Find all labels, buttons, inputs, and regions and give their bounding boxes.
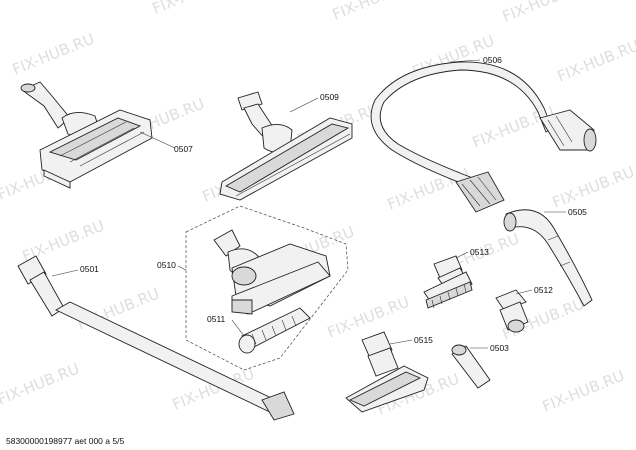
- part-0505-handle[interactable]: [503, 209, 593, 307]
- part-0513-dusting-brush[interactable]: [423, 255, 473, 309]
- leader-0513: [455, 251, 469, 259]
- label-0503: 0503: [490, 343, 509, 353]
- label-0511: 0511: [207, 314, 226, 324]
- leader-0509: [289, 97, 319, 113]
- watermark: FIX-HUB.RU: [540, 367, 627, 416]
- watermark-layer: FIX-HUB.RU FIX-HUB.RU FIX-HUB.RU FIX-HUB…: [0, 0, 636, 419]
- watermark: FIX-HUB.RU: [10, 30, 97, 79]
- part-0510-turbo-brush[interactable]: [213, 229, 331, 315]
- watermark: FIX-HUB.RU: [550, 163, 636, 212]
- label-0505: 0505: [568, 207, 587, 217]
- part-0512-adapter[interactable]: [495, 289, 529, 333]
- watermark: FIX-HUB.RU: [385, 165, 472, 214]
- group-outline-0510: [185, 205, 349, 371]
- label-0509: 0509: [320, 92, 339, 102]
- part-0501-telescopic-tube[interactable]: [17, 255, 295, 421]
- part-0507-floor-nozzle[interactable]: [20, 81, 153, 189]
- leader-0506: [449, 59, 481, 63]
- label-0510: 0510: [157, 260, 176, 270]
- watermark: FIX-HUB.RU: [330, 0, 417, 24]
- part-0509-parquet-nozzle[interactable]: [219, 91, 353, 201]
- leader-0501: [51, 269, 79, 277]
- part-0515-upholstery-nozzle[interactable]: [345, 331, 429, 413]
- watermark: FIX-HUB.RU: [500, 0, 587, 26]
- label-0513: 0513: [470, 247, 489, 257]
- label-0501: 0501: [80, 264, 99, 274]
- leader-0512: [515, 289, 533, 295]
- part-0511-brush-roller[interactable]: [238, 307, 311, 354]
- leader-0511: [231, 319, 245, 337]
- watermark: FIX-HUB.RU: [0, 360, 82, 409]
- watermark: FIX-HUB.RU: [325, 293, 412, 342]
- leader-0507: [139, 131, 176, 149]
- part-0503-crevice-tool[interactable]: [451, 344, 491, 389]
- label-0507: 0507: [174, 144, 193, 154]
- watermark: FIX-HUB.RU: [555, 37, 636, 86]
- label-0506: 0506: [483, 55, 502, 65]
- leader-0515: [389, 339, 413, 345]
- label-0515: 0515: [414, 335, 433, 345]
- watermark: FIX-HUB.RU: [150, 0, 237, 18]
- document-id: 58300000198977 aet 000 a 5/5: [6, 436, 124, 446]
- leader-0510: [177, 265, 187, 271]
- label-0512: 0512: [534, 285, 553, 295]
- part-0506-hose[interactable]: [370, 61, 597, 213]
